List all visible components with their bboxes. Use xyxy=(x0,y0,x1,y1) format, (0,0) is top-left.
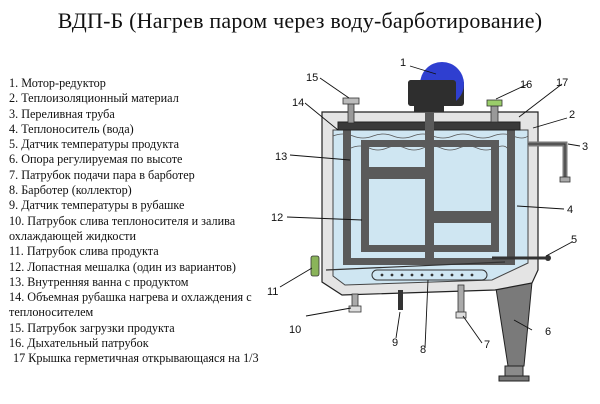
legend-item-13: 13. Внутренняя ванна с продуктом xyxy=(9,274,189,289)
product-sensor-head xyxy=(545,255,551,261)
callout-14: 14 xyxy=(292,97,304,109)
mixer-blade-upper xyxy=(369,167,425,179)
jacket-sensor xyxy=(398,290,403,310)
sparger-holes xyxy=(380,273,474,277)
mixer-frame-bottom xyxy=(361,245,499,252)
support-foot-shape xyxy=(504,365,524,378)
legend-item-5: 5. Датчик температуры продукта xyxy=(9,137,179,152)
callout-12: 12 xyxy=(271,212,283,224)
legend-item-16: 16. Дыхательный патрубок xyxy=(9,336,149,351)
overflow-pipe-outline xyxy=(528,143,566,178)
legend-item-9: 9. Датчик температуры в рубашке xyxy=(9,198,185,213)
callout-15: 15 xyxy=(306,72,318,84)
inner-tank-floor xyxy=(343,258,515,265)
legend-item-2: 2. Теплоизоляционный материал xyxy=(9,91,179,106)
callout-1: 1 xyxy=(400,57,406,69)
callout-16: 16 xyxy=(520,79,532,91)
mixer-frame-left xyxy=(361,140,369,252)
legend-item-8: 8. Барботер (коллектор) xyxy=(9,183,132,198)
motor-body-front xyxy=(408,80,456,106)
loading-port-cap xyxy=(342,97,360,105)
legend-item-4: 4. Теплоноситель (вода) xyxy=(9,121,134,136)
mixer-shaft xyxy=(425,110,434,258)
support-base-shape xyxy=(498,375,530,382)
jacket-drain-end xyxy=(348,305,362,313)
steam-inlet-end xyxy=(455,311,467,319)
steam-inlet-pipe xyxy=(457,284,465,314)
callout-17: 17 xyxy=(556,77,568,89)
overflow-pipe-end xyxy=(559,176,571,183)
inner-tank-wall-right xyxy=(507,126,515,264)
breather-pipe xyxy=(490,105,499,123)
loading-port-pipe xyxy=(347,102,355,124)
callout-11: 11 xyxy=(267,286,278,298)
support-leg-shape xyxy=(494,281,533,367)
legend-item-6: 6. Опора регулируемая по высоте xyxy=(9,152,183,167)
callout-2: 2 xyxy=(569,109,575,121)
legend-item-17: 17 Крышка герметичная открывающаяся на 1… xyxy=(13,351,259,366)
callout-6: 6 xyxy=(545,326,551,338)
breather-cap xyxy=(486,99,503,107)
callout-labels: 1 2 3 4 5 6 7 8 9 10 11 12 13 14 15 16 1… xyxy=(267,57,588,356)
legend-item-7: 7. Патрубок подачи пара в барботер xyxy=(9,167,195,182)
sparger-pipe xyxy=(371,269,488,281)
callout-9: 9 xyxy=(392,337,398,349)
legend-item-10: 10. Патрубок слива теплоносителя и залив… xyxy=(9,213,236,243)
callout-10: 10 xyxy=(289,324,301,336)
legend-item-3: 3. Переливная труба xyxy=(9,106,115,121)
legend-item-15: 15. Патрубок загрузки продукта xyxy=(9,320,175,335)
legend: 1. Мотор-редуктор 2. Теплоизоляционный м… xyxy=(9,76,281,367)
callout-8: 8 xyxy=(420,344,426,356)
mixer-blade-lower xyxy=(434,211,491,223)
legend-item-11: 11. Патрубок слива продукта xyxy=(9,244,159,259)
mixer-frame-right xyxy=(491,140,499,252)
mixer-frame-top xyxy=(361,140,499,147)
legend-item-14: 14. Объемная рубашка нагрева и охлаждени… xyxy=(9,290,252,320)
leader-lines xyxy=(279,65,581,349)
inner-tank-wall-left xyxy=(343,126,351,264)
callout-3: 3 xyxy=(582,141,588,153)
diagram-title: ВДП-Б (Нагрев паром через воду-барботиро… xyxy=(57,8,543,33)
callout-4: 4 xyxy=(567,204,573,216)
callout-13: 13 xyxy=(275,151,287,163)
tank-bottom-slope xyxy=(325,261,506,271)
legend-item-12: 12. Лопастная мешалка (один из вариантов… xyxy=(9,259,236,274)
product-drain xyxy=(310,255,320,277)
callout-5: 5 xyxy=(571,234,577,246)
legend-item-1: 1. Мотор-редуктор xyxy=(9,76,106,90)
callout-7: 7 xyxy=(484,339,490,351)
